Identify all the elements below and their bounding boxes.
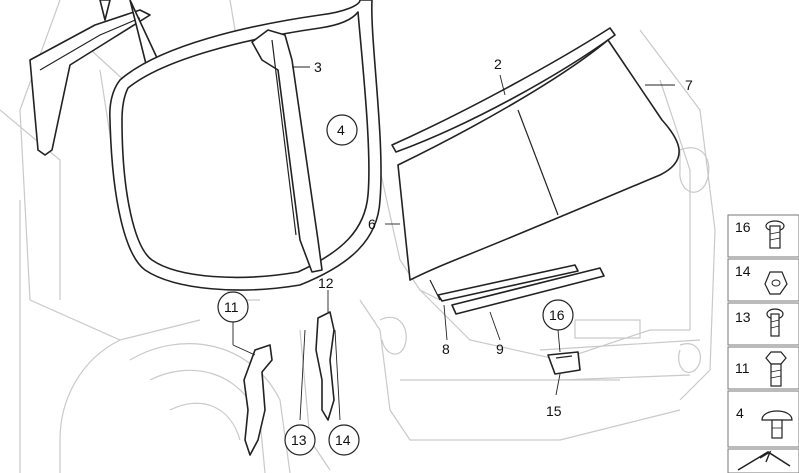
callout-4-circle: [326, 114, 358, 146]
legend-row-14: [727, 258, 799, 302]
legend-number-11: 11: [735, 360, 750, 376]
callout-16-circle: [542, 299, 574, 331]
callout-2: 2: [494, 56, 502, 72]
callout-4: 4: [337, 122, 345, 138]
callout-11: 11: [224, 299, 239, 315]
legend-number-13: 13: [735, 309, 751, 325]
screw-icon: [766, 308, 784, 337]
lower-seal-strips-part: [429, 264, 605, 315]
pillar-trim-part: [251, 29, 323, 273]
callout-3: 3: [314, 59, 322, 75]
leader-lines: [232, 66, 675, 421]
callout-12: 12: [318, 275, 334, 291]
bolt-icon: [765, 220, 785, 249]
legend-row-13: [727, 302, 799, 346]
fastener-legend: 16 14 13 11 4: [727, 214, 799, 473]
rear-window-glass-part: [397, 39, 680, 281]
bracket-part-11: [243, 344, 273, 456]
legend-number-14: 14: [735, 263, 751, 279]
hex-bolt-icon: [765, 351, 787, 387]
nut-icon: [764, 271, 788, 295]
clip-part-15: [547, 351, 581, 375]
legend-number-16: 16: [735, 219, 751, 235]
callout-14: 14: [335, 432, 351, 448]
callout-7: 7: [685, 77, 693, 93]
callout-14-circle: [328, 424, 360, 456]
callout-6: 6: [368, 216, 376, 232]
legend-number-4: 4: [736, 405, 744, 421]
legend-row-16: [727, 214, 799, 258]
callout-13: 13: [291, 432, 307, 448]
callout-11-circle: [217, 291, 249, 323]
clip-rivet-icon: [761, 410, 793, 439]
callout-13-circle: [284, 424, 316, 456]
bracket-part-12: [315, 311, 335, 421]
legend-row-11: [727, 346, 799, 390]
callouts: 2 3 4 7 6 8 9 11 12 13 14 16 15: [217, 56, 693, 456]
callout-15: 15: [546, 403, 562, 419]
callout-9: 9: [496, 341, 504, 357]
angle-arrow-icon: [737, 450, 791, 471]
callout-16: 16: [549, 307, 565, 323]
callout-8: 8: [442, 341, 450, 357]
